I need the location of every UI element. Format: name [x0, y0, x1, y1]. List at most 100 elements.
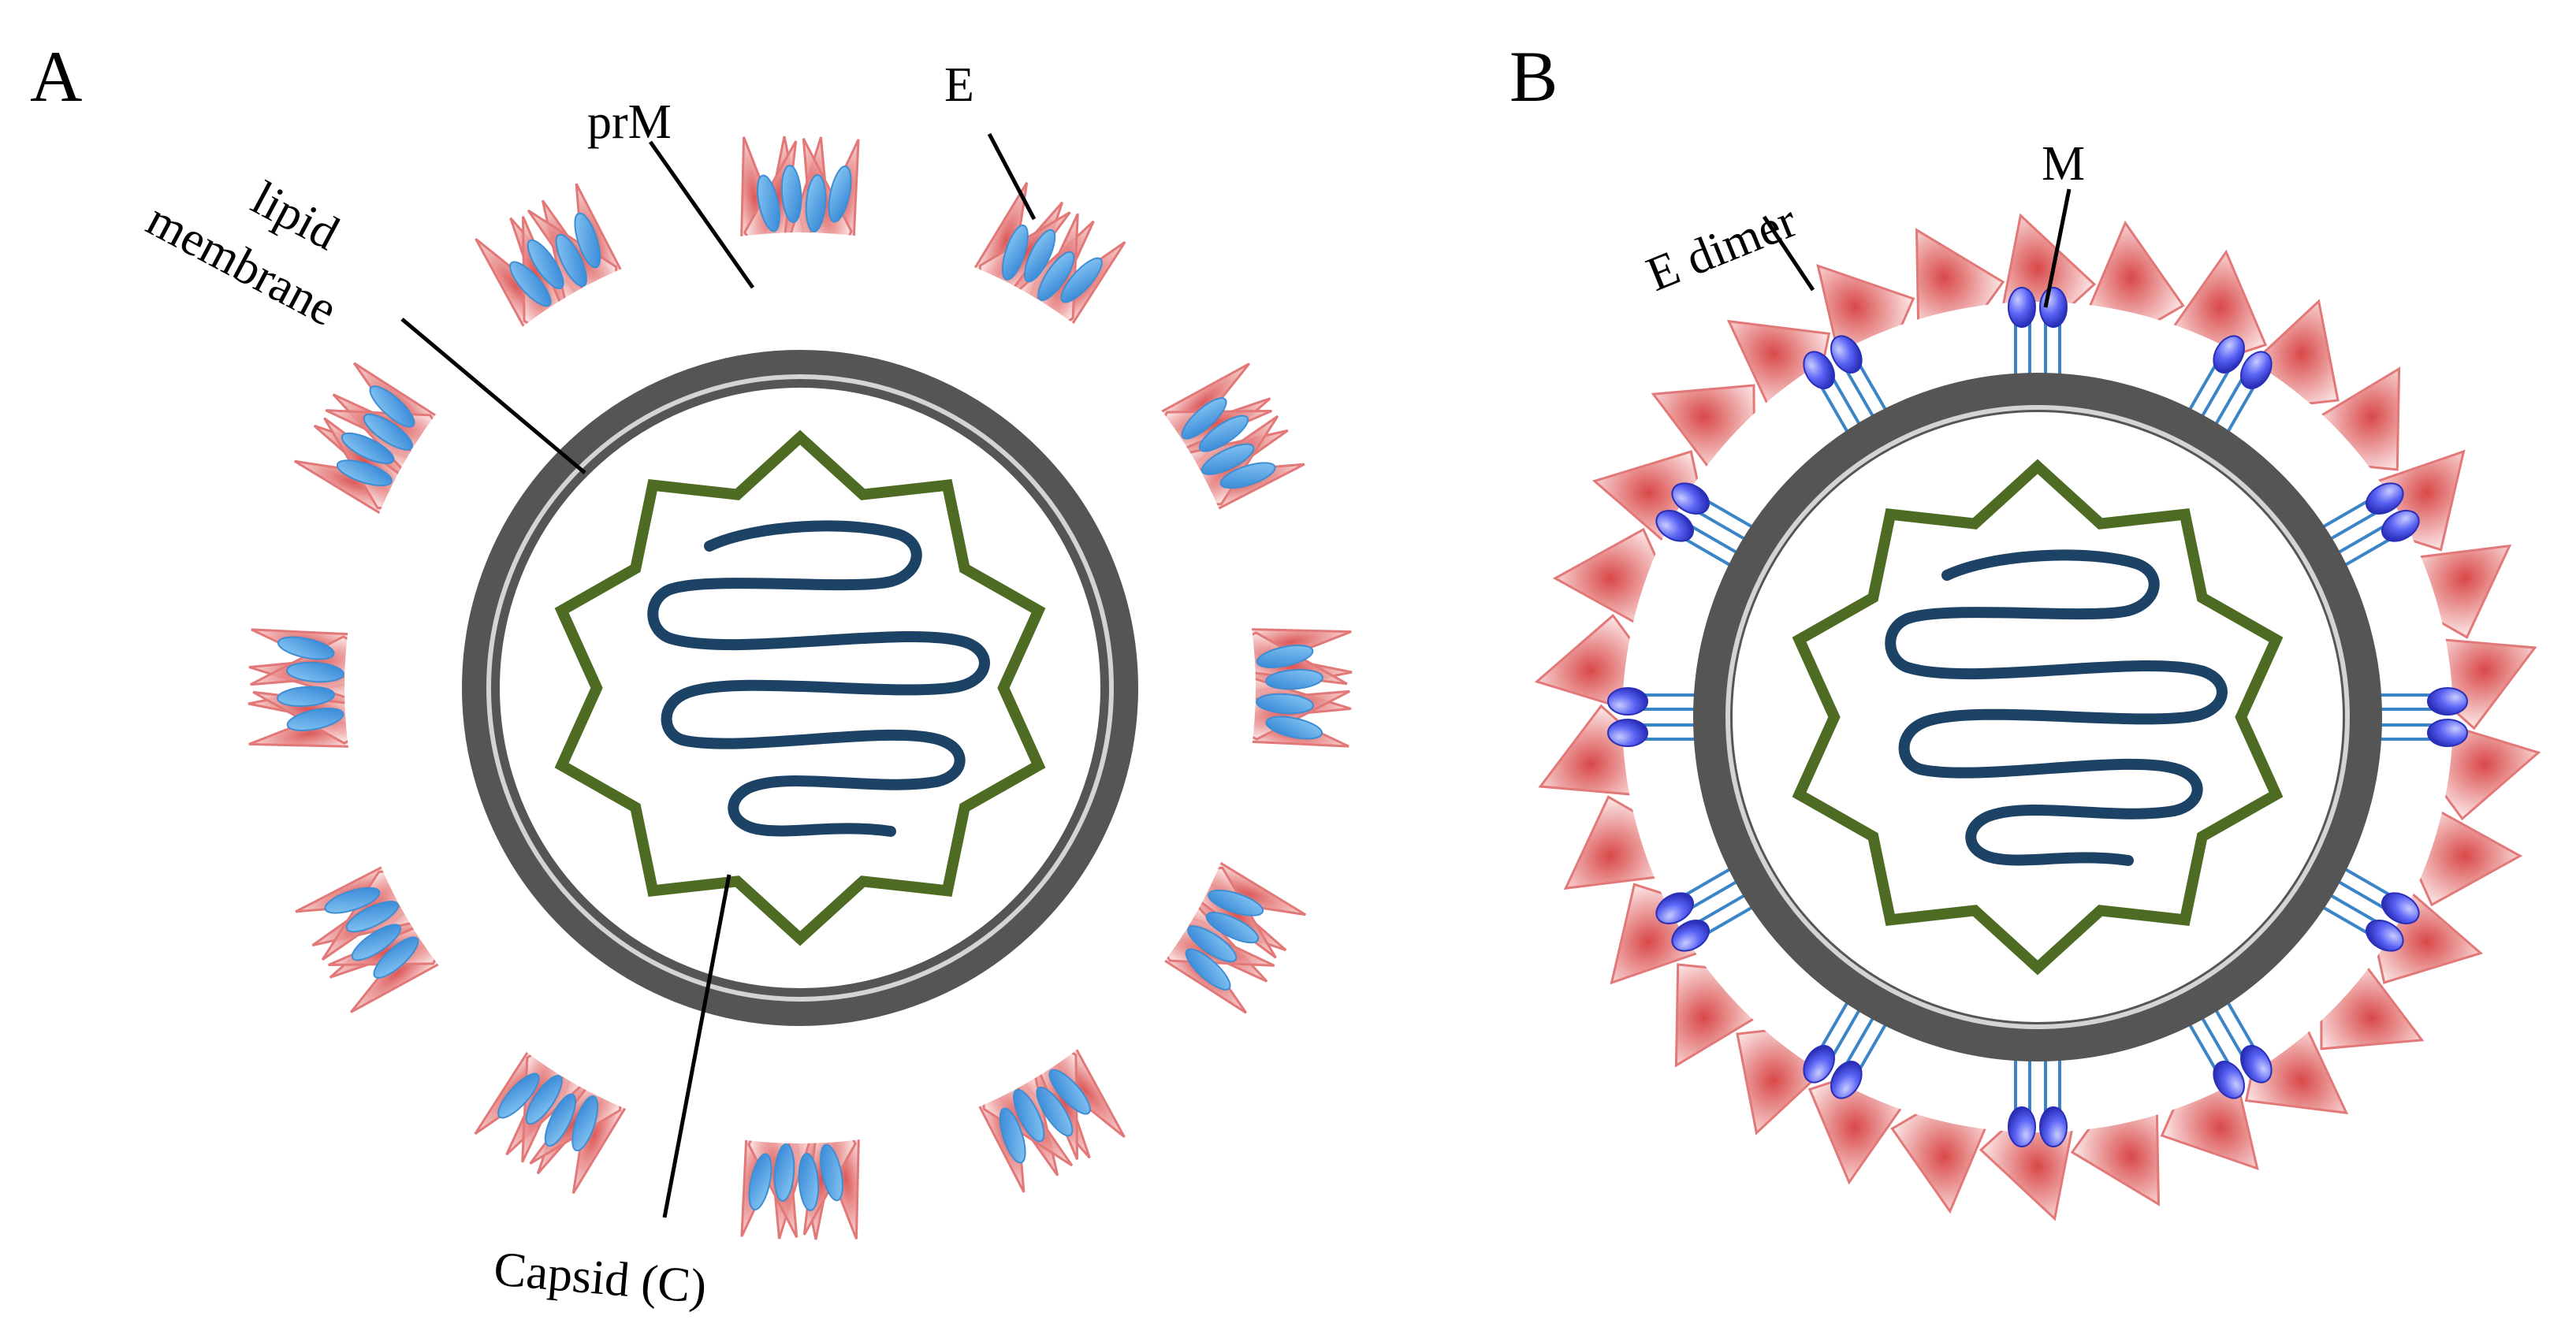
- m-protein: [1671, 920, 1710, 952]
- prm-stalk: [1205, 911, 1260, 944]
- e-dimer-label: E dimer: [1640, 194, 1804, 302]
- e-label: E: [944, 58, 974, 112]
- prm-stalk: [1198, 414, 1249, 452]
- prm-stalk: [525, 1075, 563, 1125]
- prm-stalk: [509, 261, 552, 307]
- m-protein: [1830, 1061, 1863, 1099]
- capsid-shell-mature: [1792, 459, 2284, 976]
- prm-stalk: [1208, 889, 1264, 916]
- lipid-membrane-leader-line: [400, 318, 586, 474]
- prm-stalk: [1001, 224, 1029, 281]
- prm-stalk: [336, 459, 393, 487]
- prm-stalk: [1060, 257, 1103, 303]
- lipid-membrane-mature-inner-leaflet: [1725, 405, 2350, 1029]
- m-protein-pair: [1803, 335, 1889, 437]
- m-protein: [2039, 1106, 2068, 1147]
- m-protein: [2240, 1045, 2273, 1084]
- rna-genome-mature: [1885, 549, 2228, 866]
- prm-stalk: [820, 1143, 843, 1202]
- m-protein: [2213, 1061, 2245, 1099]
- prm-stalk: [748, 1153, 772, 1211]
- prm-stalk: [571, 1095, 599, 1152]
- prm-stalk: [1265, 668, 1323, 690]
- prm-stalk: [341, 432, 395, 465]
- m-protein: [2039, 287, 2068, 328]
- lipid-membrane-inner-leaflet: [486, 374, 1114, 1002]
- prm-stalk: [1187, 925, 1238, 963]
- m-protein-pair: [2186, 997, 2273, 1099]
- m-protein: [2427, 687, 2468, 716]
- m-protein: [2366, 920, 2404, 952]
- prm-stalk: [798, 1153, 820, 1211]
- mature-e-dimer-shell: [1534, 213, 2541, 1221]
- prm-stalk: [805, 174, 827, 232]
- m-protein: [2381, 892, 2420, 924]
- prm-stalk: [555, 233, 587, 288]
- m-protein: [2008, 287, 2036, 328]
- prm-stalk: [286, 661, 344, 683]
- m-protein: [1803, 351, 1835, 389]
- prm-stalk: [1181, 397, 1227, 440]
- prm-stalk: [1036, 1086, 1074, 1137]
- prm-stalk: [351, 924, 402, 961]
- immature-e-prm-spike: [475, 183, 672, 419]
- prm-stalk: [999, 1107, 1026, 1164]
- prm-stalk: [277, 686, 335, 708]
- prm-label: prM: [587, 95, 672, 149]
- m-protein: [2366, 482, 2404, 515]
- prm-stalk: [1265, 716, 1323, 740]
- m-protein-pair: [1607, 687, 1700, 747]
- m-protein: [2381, 510, 2420, 542]
- m-label: M: [2042, 137, 2085, 191]
- m-protein: [1830, 335, 1863, 374]
- prm-stalk: [780, 165, 802, 223]
- prm-stalk: [1185, 948, 1231, 991]
- prm-stalk: [497, 1072, 540, 1119]
- m-protein-pair: [1655, 865, 1758, 952]
- m-protein-pair: [2008, 1054, 2068, 1147]
- m-protein: [1655, 892, 1694, 924]
- prm-stalk: [345, 901, 400, 933]
- prm-stalk: [1037, 251, 1075, 301]
- prm-stalk: [369, 385, 415, 428]
- m-leader-line: [2043, 188, 2072, 308]
- m-protein: [1655, 510, 1694, 542]
- m-protein: [2427, 719, 2468, 747]
- m-protein: [2008, 1106, 2036, 1147]
- m-protein-pair: [1803, 997, 1889, 1099]
- lipid-membrane-mature: [1693, 373, 2382, 1061]
- m-protein-pair: [2375, 687, 2468, 747]
- panel-b-mature-virion: B E dimer M: [1509, 36, 2541, 1221]
- prm-stalk: [286, 708, 344, 731]
- prm-stalk: [1219, 462, 1276, 489]
- m-protein-pair: [2317, 865, 2420, 952]
- prm-stalk: [773, 1143, 795, 1202]
- panel-a-letter: A: [30, 36, 82, 117]
- m-protein: [1803, 1045, 1835, 1084]
- e-leader-line: [987, 132, 1037, 221]
- e-dimer-leader-line: [1762, 215, 1815, 292]
- m-protein-pair: [1655, 482, 1758, 569]
- m-protein-anchors: [1607, 287, 2468, 1147]
- prm-stalk: [373, 936, 419, 979]
- m-protein-pair: [2186, 335, 2273, 437]
- prm-stalk: [828, 165, 852, 223]
- capsid-label: Capsid (C): [492, 1242, 709, 1314]
- prm-stalk: [1256, 693, 1314, 715]
- m-protein-pair: [2008, 287, 2068, 380]
- capsid-leader-line: [662, 874, 731, 1218]
- prm-stalk: [1013, 1088, 1045, 1143]
- prm-stalk: [1048, 1069, 1091, 1115]
- prm-stalk: [527, 239, 564, 290]
- m-protein: [1607, 719, 1648, 747]
- m-protein: [2213, 335, 2245, 374]
- prm-stalk: [1201, 443, 1255, 475]
- prm-stalk: [277, 636, 335, 660]
- rna-genome: [647, 520, 990, 837]
- prm-leader-line: [648, 140, 755, 289]
- m-protein: [2240, 351, 2273, 389]
- m-protein: [1607, 687, 1648, 716]
- prm-stalk: [363, 413, 413, 451]
- m-protein: [1671, 482, 1710, 515]
